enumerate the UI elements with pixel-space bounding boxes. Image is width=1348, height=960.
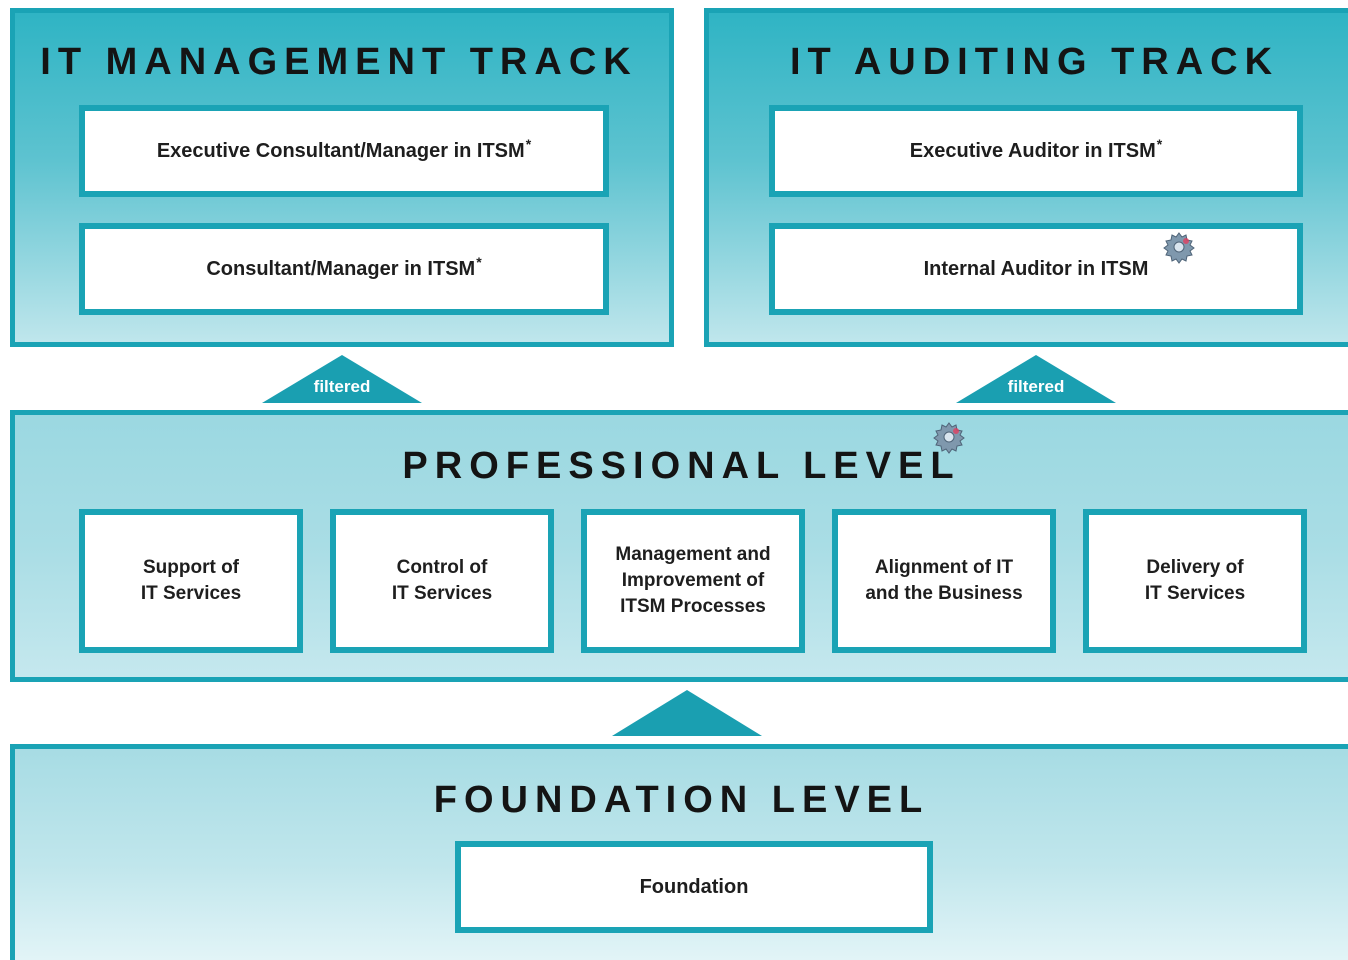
module-label: Support of IT Services [140, 557, 242, 604]
filter-arrow-right [956, 355, 1116, 403]
role-executive-auditor: Executive Auditor in ITSM* [769, 105, 1303, 197]
module-label: Control of IT Services [391, 557, 493, 604]
gear-icon [933, 422, 965, 454]
role-label: Internal Auditor in ITSM [923, 258, 1149, 280]
asterisk-mark: * [1156, 136, 1163, 153]
module-label: Delivery of IT Services [1144, 557, 1246, 604]
auditing-track-panel: IT AUDITING TRACK Executive Auditor in I… [704, 8, 1348, 347]
management-track-title: IT MANAGEMENT TRACK [40, 41, 638, 83]
filter-label-right: filtered [1007, 377, 1065, 396]
foundation-level-title: FOUNDATION LEVEL [433, 779, 930, 821]
module-label: Alignment of IT and the Business [865, 557, 1023, 604]
management-track-panel: IT MANAGEMENT TRACK Executive Consultant… [10, 8, 674, 347]
filter-arrow-left [262, 355, 422, 403]
module-support-it-services: Support of IT Services [79, 509, 303, 653]
gear-icon [1163, 232, 1195, 264]
module-alignment-it-business: Alignment of IT and the Business [832, 509, 1056, 653]
role-internal-auditor: Internal Auditor in ITSM [769, 223, 1303, 315]
module-label: Foundation [639, 876, 749, 898]
module-delivery-it-services: Delivery of IT Services [1083, 509, 1307, 653]
module-management-improvement-itsm: Management and Improvement of ITSM Proce… [581, 509, 805, 653]
role-label: Consultant/Manager in ITSM* [206, 254, 482, 280]
role-label: Executive Consultant/Manager in ITSM* [156, 136, 532, 162]
role-executive-consultant-manager: Executive Consultant/Manager in ITSM* [79, 105, 609, 197]
foundation-level-panel: FOUNDATION LEVEL Foundation [10, 744, 1348, 960]
filter-label-left: filtered [313, 377, 371, 396]
auditing-track-title: IT AUDITING TRACK [789, 41, 1280, 83]
module-control-it-services: Control of IT Services [330, 509, 554, 653]
progression-arrow [612, 690, 762, 736]
professional-level-panel: PROFESSIONAL LEVEL Support of IT Service… [10, 410, 1348, 682]
professional-level-title: PROFESSIONAL LEVEL [402, 445, 961, 487]
module-label: Management and Improvement of ITSM Proce… [615, 544, 771, 617]
role-consultant-manager: Consultant/Manager in ITSM* [79, 223, 609, 315]
asterisk-mark: * [525, 136, 532, 153]
asterisk-mark: * [476, 254, 482, 271]
role-label: Executive Auditor in ITSM* [909, 136, 1163, 162]
module-foundation: Foundation [455, 841, 933, 933]
